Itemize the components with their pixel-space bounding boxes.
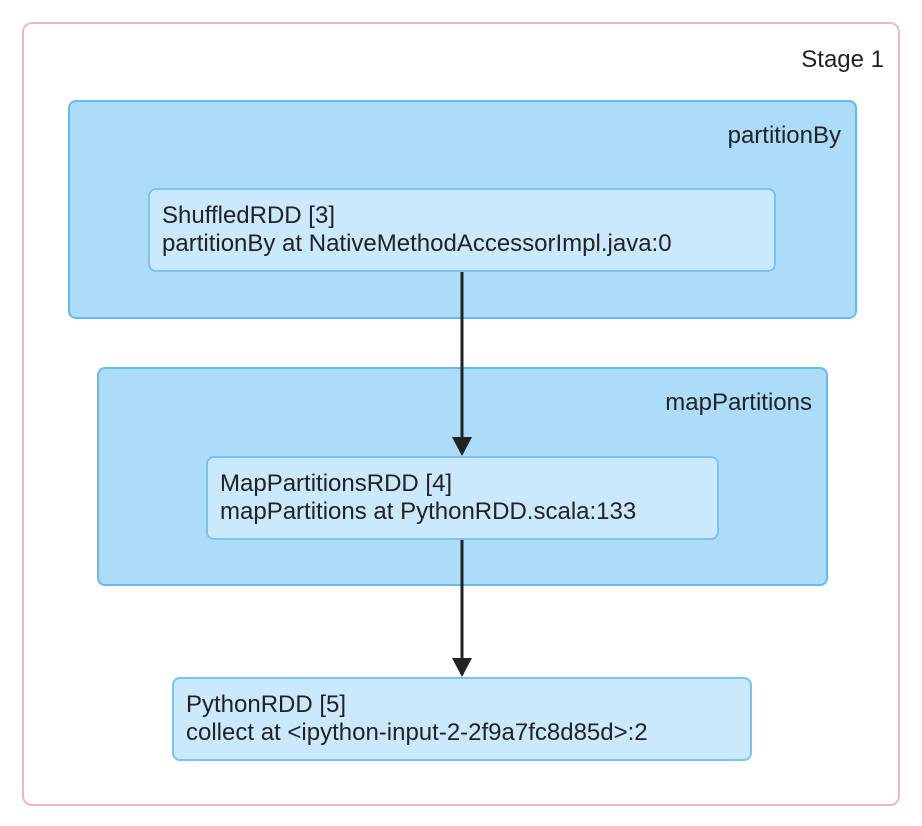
cluster-label: mapPartitions (665, 389, 812, 416)
rdd-node-detail: partitionBy at NativeMethodAccessorImpl.… (162, 230, 672, 257)
rdd-node-name: PythonRDD [5] (186, 691, 347, 718)
rdd-node-mappartitionsrdd[interactable]: MapPartitionsRDD [4] mapPartitions at Py… (206, 456, 719, 540)
stage-title: Stage 1 (801, 46, 884, 73)
rdd-node-detail: mapPartitions at PythonRDD.scala:133 (220, 498, 637, 525)
rdd-node-pythonrdd[interactable]: PythonRDD [5] collect at <ipython-input-… (172, 677, 752, 761)
rdd-node-name: ShuffledRDD [3] (162, 202, 335, 229)
rdd-node-name: MapPartitionsRDD [4] (220, 470, 453, 497)
cluster-label: partitionBy (727, 122, 841, 149)
rdd-node-detail: collect at <ipython-input-2-2f9a7fc8d85d… (186, 719, 648, 746)
rdd-node-shuffledrdd[interactable]: ShuffledRDD [3] partitionBy at NativeMet… (148, 188, 776, 272)
